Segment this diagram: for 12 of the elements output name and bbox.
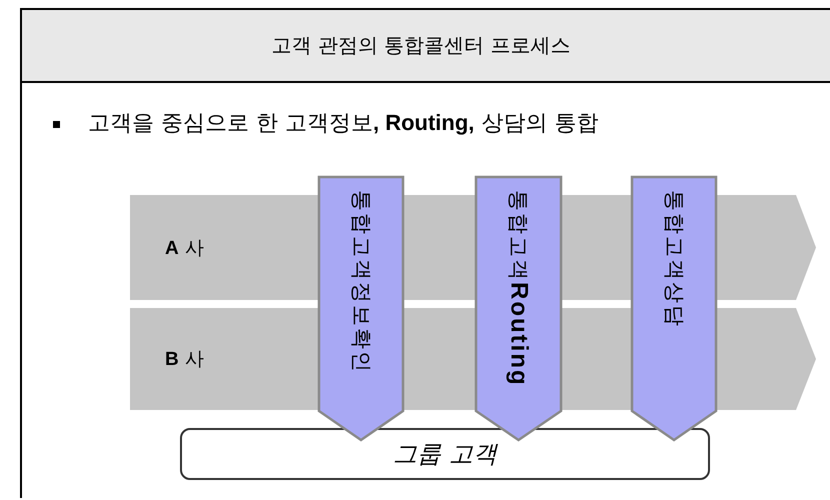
band-label: A 사 [165, 236, 204, 260]
title: 고객 관점의 통합콜센터 프로세스 [271, 32, 571, 59]
vertical-label: 통합고객정보확인 [350, 190, 372, 376]
band-label: B 사 [165, 347, 204, 372]
group-box [180, 428, 710, 480]
group-label: 그룹 고객 [393, 439, 497, 470]
vertical-label: 통합고객상담 [664, 190, 684, 330]
down-pentagon [474, 176, 562, 442]
vertical-label: 통합고객Routing [506, 190, 530, 389]
bullet-text: 고객을 중심으로 한 고객정보, Routing, 상담의 통합 [88, 109, 598, 138]
down-pentagon [318, 176, 404, 442]
down-pentagon [630, 176, 718, 442]
